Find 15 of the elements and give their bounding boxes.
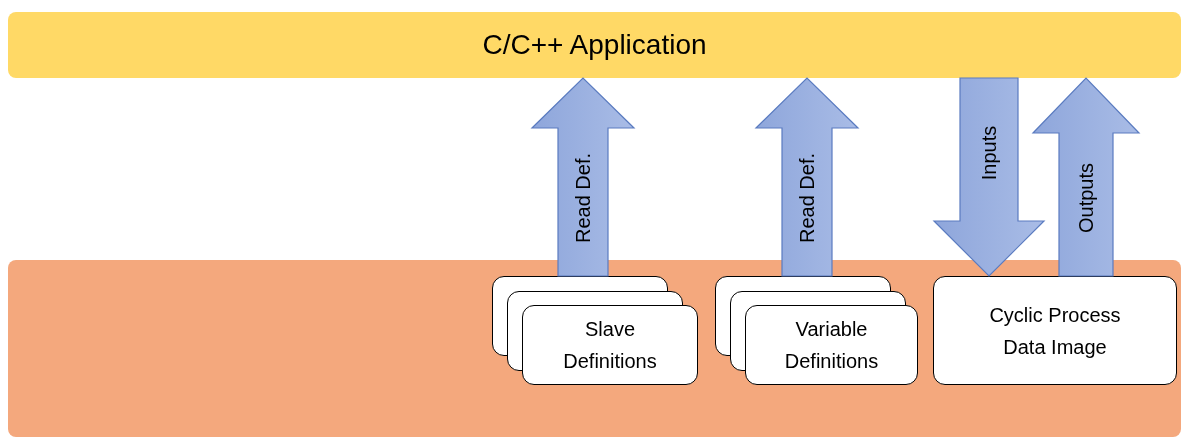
edge-label: Inputs [977, 125, 1001, 181]
application-band [8, 12, 1181, 78]
node-label: Variable Definitions [783, 317, 880, 374]
edge-label: Read Def. [571, 152, 595, 244]
node-label: Cyclic Process Data Image [988, 302, 1122, 360]
node-label: Slave Definitions [562, 317, 658, 374]
block-arrow [932, 77, 1046, 277]
block-arrow [1031, 77, 1141, 277]
block-arrow [754, 77, 860, 277]
process-image-card [933, 276, 1177, 385]
block-arrow [530, 77, 636, 277]
node-label: C/C++ Application [482, 28, 707, 62]
edge-label: Read Def. [795, 152, 819, 244]
edge-label: Outputs [1074, 163, 1098, 233]
simulator-band [8, 260, 1181, 437]
